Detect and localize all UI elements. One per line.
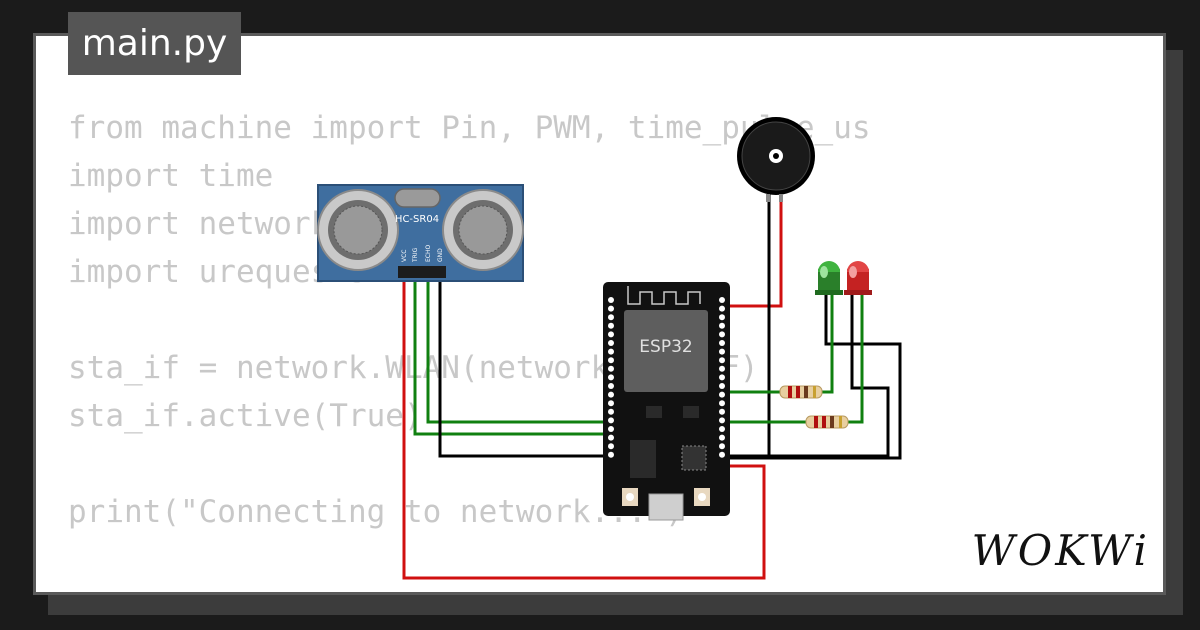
board-pin	[719, 357, 725, 364]
wire-buzzer-neg	[724, 192, 771, 460]
board-pin	[608, 331, 614, 338]
wire-buzzer-pos	[724, 192, 783, 308]
ultrasonic-sensor[interactable]: HC-SR04 VCC TRIG ECHO GND	[317, 184, 524, 282]
resistor-2-icon	[805, 415, 849, 429]
board-pin	[719, 417, 725, 424]
code-line-3: import network	[68, 206, 330, 242]
wokwi-logo: WOKWi	[971, 526, 1150, 575]
buzzer-icon[interactable]	[737, 117, 815, 202]
board-pin	[719, 391, 725, 398]
wire-red-led-cathode	[848, 292, 864, 424]
board-pin	[608, 374, 614, 381]
wire-trig	[413, 278, 610, 436]
code-line-1: from machine import Pin, PWM, time_pulse…	[68, 110, 871, 146]
board-pin	[608, 417, 614, 424]
board-pin	[608, 408, 614, 415]
code-line-9: print("Connecting to network...")	[68, 494, 684, 530]
board-pin	[719, 434, 725, 441]
board-pins-left	[608, 297, 614, 458]
esp32-board[interactable]: ESP32	[603, 282, 730, 521]
wire-red-led-anode	[724, 292, 890, 458]
sensor-pin-gnd: GND	[437, 248, 444, 262]
board-pin	[719, 348, 725, 355]
reset-button-icon[interactable]	[622, 488, 638, 506]
board-pin	[608, 365, 614, 372]
board-pin	[608, 357, 614, 364]
board-pin	[719, 443, 725, 450]
wire-vcc	[402, 278, 766, 580]
usb-port	[648, 493, 684, 521]
project-preview-card: from machine import Pin, PWM, time_pulse…	[33, 33, 1166, 595]
board-pin	[719, 383, 725, 389]
sensor-pin-echo: ECHO	[425, 245, 432, 262]
board-pin	[719, 408, 725, 415]
board-pin	[608, 443, 614, 450]
board-pin	[719, 314, 725, 321]
transducer-left-icon	[317, 189, 399, 271]
wire-green-led-anode	[724, 292, 902, 460]
green-led-icon[interactable]	[815, 261, 843, 295]
board-pin	[608, 314, 614, 321]
board-pin	[608, 434, 614, 441]
board-pin	[608, 451, 614, 458]
code-line-7: sta_if.active(True)	[68, 398, 423, 434]
board-pins-right	[719, 297, 725, 458]
board-pin	[608, 322, 614, 329]
board-pin	[719, 400, 725, 407]
board-pin	[719, 322, 725, 329]
file-tab[interactable]: main.py	[68, 12, 241, 75]
wire-echo	[426, 278, 610, 424]
boot-button-icon[interactable]	[694, 488, 710, 506]
board-pin	[608, 297, 614, 303]
esp32-label: ESP32	[639, 337, 692, 357]
red-led-icon[interactable]	[844, 261, 872, 295]
board-pin	[719, 305, 725, 312]
board-pin	[719, 426, 725, 432]
board-pin	[608, 426, 614, 432]
transducer-right-icon	[442, 189, 524, 271]
wire-green-led-cathode	[822, 292, 834, 394]
board-pin	[608, 340, 614, 346]
board-pin	[608, 383, 614, 389]
board-pin	[719, 365, 725, 372]
board-pin	[719, 297, 725, 303]
resistor-1-icon	[779, 385, 823, 399]
wires	[402, 192, 902, 580]
code-line-2: import time	[68, 158, 274, 194]
board-pin	[608, 400, 614, 407]
board-pin	[719, 331, 725, 338]
sensor-label: HC-SR04	[395, 214, 439, 225]
board-pin	[719, 374, 725, 381]
board-pin	[608, 348, 614, 355]
board-pin	[719, 451, 725, 458]
sensor-pin-trig: TRIG	[412, 247, 419, 263]
board-pin	[608, 391, 614, 398]
board-pin	[719, 340, 725, 346]
wire-gnd-sensor	[438, 278, 610, 458]
code-line-11: sta_if.connect("Wokwi-GUEST", "")	[68, 584, 871, 592]
sensor-pin-vcc: VCC	[401, 250, 408, 262]
board-pin	[608, 305, 614, 312]
